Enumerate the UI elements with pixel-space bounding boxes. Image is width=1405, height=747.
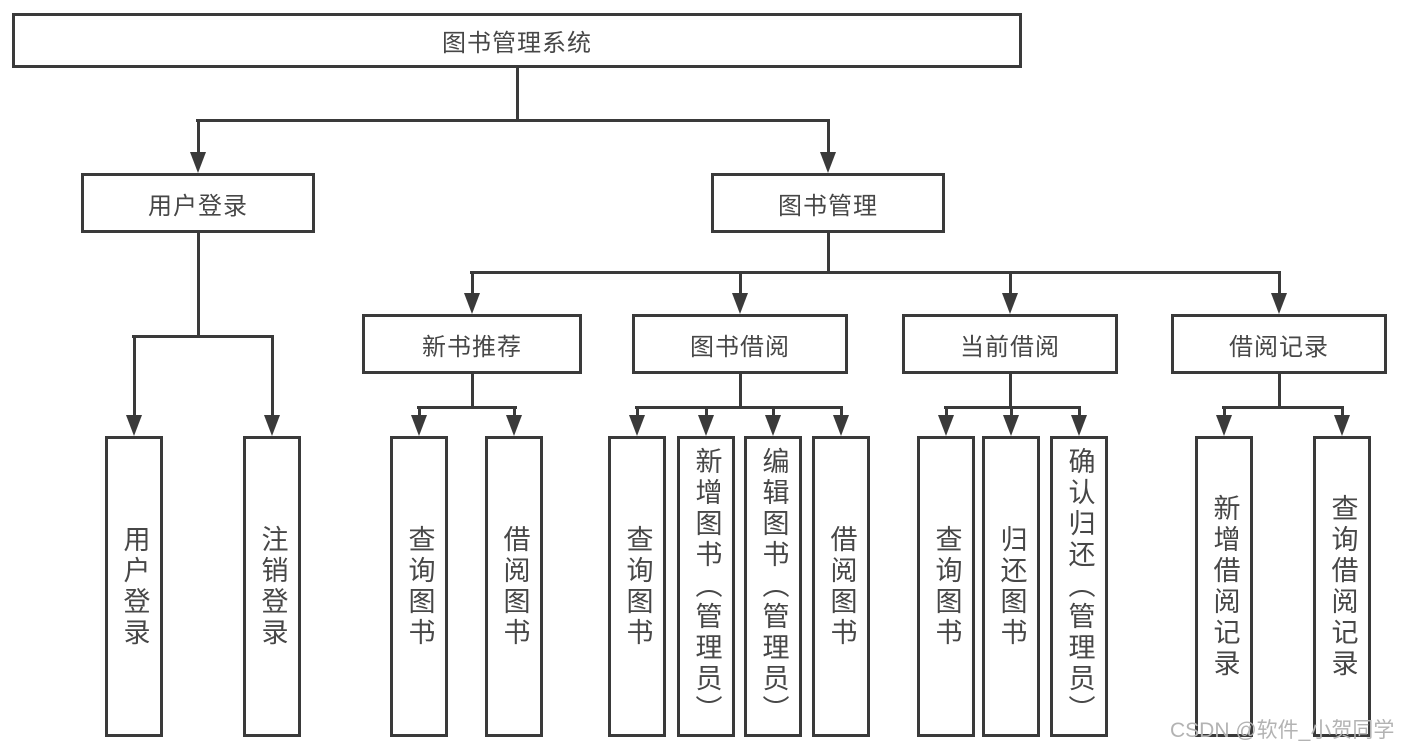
node-current-borrow-label: 当前借阅 xyxy=(960,333,1060,361)
connector-line xyxy=(636,409,639,415)
connector-line xyxy=(944,406,1081,409)
connector-arrowhead xyxy=(820,152,836,173)
leaf-return-books-label: 归还图书 xyxy=(996,524,1027,649)
connector-line xyxy=(271,338,274,415)
leaf-user-login: 用户登录 xyxy=(105,436,163,737)
connector-arrowhead xyxy=(1271,293,1287,314)
leaf-logout-label: 注销登录 xyxy=(257,524,288,649)
connector-line xyxy=(635,406,843,409)
connector-line xyxy=(827,233,830,271)
leaf-query-books-recommend-label: 查询图书 xyxy=(404,524,435,649)
connector-line xyxy=(513,409,516,415)
connector-line xyxy=(1341,409,1344,415)
connector-line xyxy=(470,271,1281,274)
leaf-confirm-return-admin: 确认归还（管理员） xyxy=(1050,436,1108,737)
connector-line xyxy=(471,274,474,293)
connector-line xyxy=(1223,409,1226,415)
connector-arrowhead xyxy=(264,415,280,436)
node-user-login-label: 用户登录 xyxy=(148,192,248,220)
connector-line xyxy=(945,409,948,415)
connector-line xyxy=(1078,409,1081,415)
leaf-add-borrow-record: 新增借阅记录 xyxy=(1195,436,1253,737)
node-borrow-records-label: 借阅记录 xyxy=(1229,333,1329,361)
connector-line xyxy=(132,335,274,338)
connector-line xyxy=(1222,406,1344,409)
connector-arrowhead xyxy=(765,415,781,436)
connector-line xyxy=(739,274,742,293)
connector-arrowhead xyxy=(1002,293,1018,314)
connector-line xyxy=(197,122,200,152)
leaf-logout: 注销登录 xyxy=(243,436,301,737)
connector-line xyxy=(471,374,474,406)
leaf-borrow-books-recommend: 借阅图书 xyxy=(485,436,543,737)
node-new-book-recommend: 新书推荐 xyxy=(362,314,582,374)
connector-line xyxy=(516,68,519,119)
csdn-watermark: CSDN @软件_小贺同学 xyxy=(1170,719,1395,742)
connector-arrowhead xyxy=(126,415,142,436)
connector-arrowhead xyxy=(1071,415,1087,436)
connector-line xyxy=(196,119,830,122)
leaf-return-books: 归还图书 xyxy=(982,436,1040,737)
connector-arrowhead xyxy=(1334,415,1350,436)
node-book-borrow-label: 图书借阅 xyxy=(690,333,790,361)
connector-arrowhead xyxy=(698,415,714,436)
node-library-system: 图书管理系统 xyxy=(12,13,1022,68)
connector-arrowhead xyxy=(190,152,206,173)
connector-line xyxy=(1010,409,1013,415)
connector-line xyxy=(772,409,775,415)
connector-line xyxy=(417,406,517,409)
leaf-borrow-books-label: 借阅图书 xyxy=(826,524,857,649)
node-current-borrow: 当前借阅 xyxy=(902,314,1118,374)
node-user-login: 用户登录 xyxy=(81,173,315,233)
connector-arrowhead xyxy=(464,293,480,314)
node-borrow-records: 借阅记录 xyxy=(1171,314,1387,374)
node-book-borrow: 图书借阅 xyxy=(632,314,848,374)
leaf-query-books-borrow: 查询图书 xyxy=(608,436,666,737)
leaf-confirm-return-admin-label: 确认归还（管理员） xyxy=(1064,447,1095,726)
connector-line xyxy=(1278,274,1281,293)
connector-arrowhead xyxy=(506,415,522,436)
leaf-query-books-recommend: 查询图书 xyxy=(390,436,448,737)
node-new-book-recommend-label: 新书推荐 xyxy=(422,333,522,361)
leaf-query-borrow-record-label: 查询借阅记录 xyxy=(1327,493,1358,680)
connector-arrowhead xyxy=(411,415,427,436)
connector-line xyxy=(1278,374,1281,406)
connector-line xyxy=(133,338,136,415)
leaf-query-borrow-record: 查询借阅记录 xyxy=(1313,436,1371,737)
leaf-borrow-books-recommend-label: 借阅图书 xyxy=(499,524,530,649)
leaf-edit-books-admin-label: 编辑图书（管理员） xyxy=(758,447,789,726)
connector-arrowhead xyxy=(1003,415,1019,436)
connector-arrowhead xyxy=(833,415,849,436)
connector-line xyxy=(1009,374,1012,406)
connector-arrowhead xyxy=(938,415,954,436)
leaf-user-login-label: 用户登录 xyxy=(119,524,150,649)
connector-line xyxy=(197,233,200,335)
connector-line xyxy=(418,409,421,415)
leaf-add-borrow-record-label: 新增借阅记录 xyxy=(1209,493,1240,680)
connector-arrowhead xyxy=(629,415,645,436)
connector-line xyxy=(840,409,843,415)
connector-arrowhead xyxy=(1216,415,1232,436)
node-book-management-label: 图书管理 xyxy=(778,192,878,220)
connector-arrowhead xyxy=(732,293,748,314)
node-library-system-label: 图书管理系统 xyxy=(442,30,592,57)
leaf-borrow-books: 借阅图书 xyxy=(812,436,870,737)
connector-line xyxy=(1009,274,1012,293)
leaf-query-books-current-label: 查询图书 xyxy=(931,524,962,649)
leaf-query-books-borrow-label: 查询图书 xyxy=(622,524,653,649)
node-book-management: 图书管理 xyxy=(711,173,945,233)
connector-line xyxy=(827,122,830,152)
leaf-add-books-admin: 新增图书（管理员） xyxy=(677,436,735,737)
leaf-query-books-current: 查询图书 xyxy=(917,436,975,737)
leaf-edit-books-admin: 编辑图书（管理员） xyxy=(744,436,802,737)
leaf-add-books-admin-label: 新增图书（管理员） xyxy=(691,447,722,726)
connector-line xyxy=(705,409,708,415)
connector-line xyxy=(739,374,742,406)
